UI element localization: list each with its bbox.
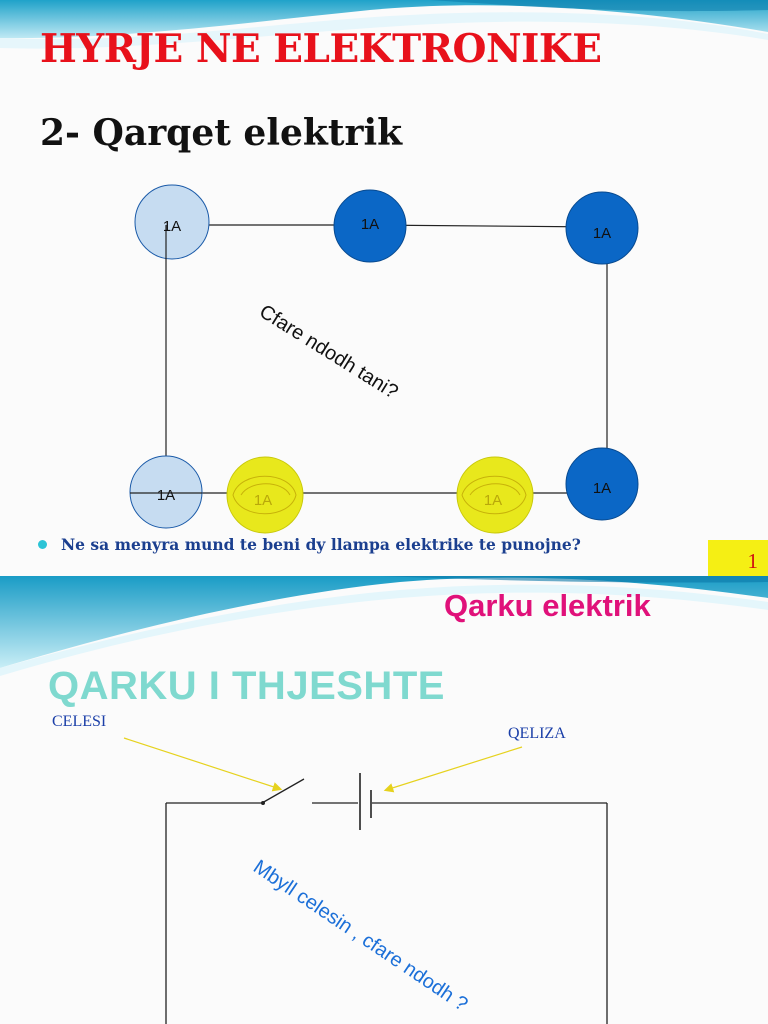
slide-subtitle: QARKU I THJESHTE [48, 664, 445, 708]
switch-arrow [123, 737, 283, 792]
simple-circuit-diagram: Mbyll celesin , cfare ndodh ? [123, 737, 608, 1024]
bullet-item: Ne sa menyra mund te beni dy llampa elek… [38, 535, 581, 554]
header-wave-decoration [0, 576, 768, 676]
page-number-badge: 1 [708, 540, 768, 576]
cell-symbol [359, 773, 372, 830]
switch-label: CELESI [52, 713, 107, 730]
circuit-wires [165, 224, 608, 494]
node-label: 1A [254, 492, 272, 509]
lamp-1: 1A [226, 456, 304, 534]
question-annotation: Cfare ndodh tani? [255, 301, 402, 404]
switch-symbol [261, 778, 305, 805]
bullet-icon [38, 540, 47, 549]
header-wave-decoration [0, 0, 768, 49]
lamp-2: 1A [456, 456, 534, 534]
circuit-wires [165, 802, 608, 1024]
slide-1: HYRJE NE ELEKTRONIKE 2- Qarqet elektrik … [0, 0, 768, 576]
page-number: 1 [747, 549, 759, 573]
slide-subtitle: 2- Qarqet elektrik [40, 112, 403, 154]
slide-2: Qarku elektrik QARKU I THJESHTE CELESI Q… [0, 576, 768, 1024]
question-annotation: Mbyll celesin , cfare ndodh ? [249, 856, 471, 1016]
node-label: 1A [593, 480, 611, 497]
ammeter-node-top-right: 1A [565, 191, 639, 265]
cell-label: QELIZA [508, 725, 566, 742]
ammeter-node-bottom-right: 1A [565, 447, 639, 521]
node-label: 1A [484, 492, 502, 509]
node-label: 1A [163, 218, 181, 235]
ammeter-node-bottom-left: 1A [129, 455, 203, 529]
node-label: 1A [593, 225, 611, 242]
bullet-text: Ne sa menyra mund te beni dy llampa elek… [61, 535, 581, 554]
node-label: 1A [361, 216, 379, 233]
node-label: 1A [157, 487, 175, 504]
ammeter-node-top-left: 1A [134, 184, 210, 260]
slide-title: HYRJE NE ELEKTRONIKE [40, 26, 602, 72]
ammeter-node-top-middle: 1A [333, 189, 407, 263]
cell-arrow [383, 746, 523, 793]
circuit-diagram: 1A 1A 1A 1A 1A 1A [129, 184, 639, 534]
slide-header: Qarku elektrik [444, 588, 651, 623]
